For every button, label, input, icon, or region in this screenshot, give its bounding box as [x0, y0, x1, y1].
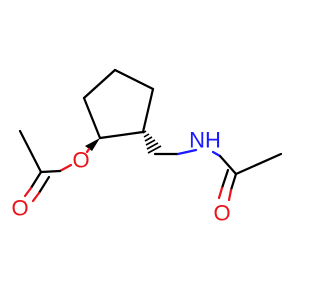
- ring-bond-4: [98, 130, 145, 140]
- acetate-carbonyl-bond-2-o: [31, 191, 41, 203]
- amide-carbonyl-oxygen-label: O: [213, 201, 230, 226]
- ester-o-to-c-bond: [39, 169, 62, 174]
- n-bond-right: [211, 150, 222, 158]
- amide-carbonyl-bond-2-o: [217, 186, 224, 200]
- ring-bond-5: [141, 87, 155, 134]
- amide-carbonyl-bond-1-o: [227, 188, 233, 202]
- acetate-carbonyl-bond-1-o: [23, 186, 33, 198]
- amide-nitrogen-label: NH: [189, 128, 221, 153]
- acetate-carbonyl-bond-2: [37, 175, 51, 195]
- amide-carbonyl-bond-1: [229, 172, 238, 192]
- ring-bond-2: [82, 68, 117, 100]
- ring-bond-3: [82, 96, 102, 140]
- cyclopentane-ring: [82, 68, 155, 140]
- n-to-carbonyl-bond: [218, 154, 238, 176]
- acetate-methyl-bond: [18, 129, 43, 174]
- acetate-carbonyl-bond-1: [29, 170, 43, 190]
- ester-o-bond: [58, 163, 73, 173]
- molecule-structure: O O NH O: [11, 68, 283, 226]
- wedge-bond: [85, 138, 100, 151]
- amide-carbonyl-bond-2: [220, 168, 230, 190]
- wedge-bond-tip: [85, 147, 91, 154]
- acetate-carbonyl-oxygen-label: O: [11, 196, 28, 221]
- n-bond-left: [176, 148, 198, 156]
- ester-oxygen-label: O: [72, 148, 89, 173]
- amide-methyl-bond: [234, 152, 283, 176]
- hashed-bond: [142, 130, 162, 154]
- ring-bond-1: [113, 68, 155, 91]
